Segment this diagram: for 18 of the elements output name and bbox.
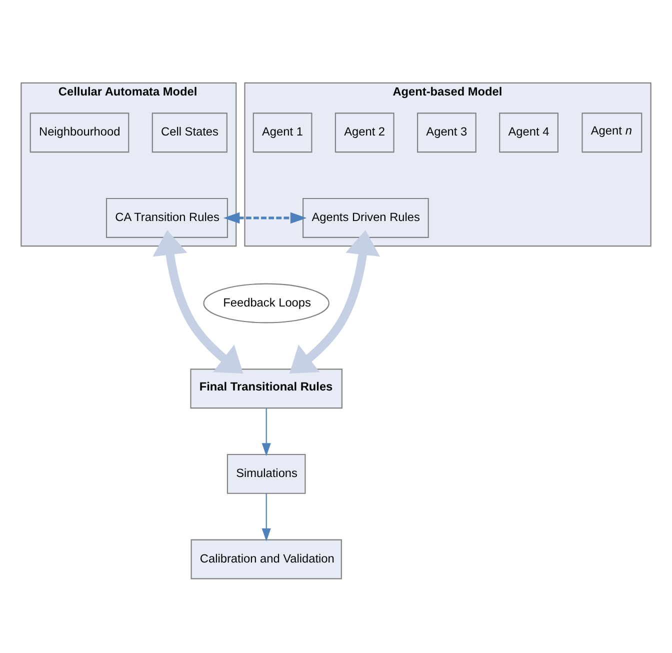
node-box: Final Transitional Rules [190, 368, 342, 409]
arrow [289, 230, 380, 374]
node-box: CA Transition Rules [106, 198, 228, 238]
node-box: Agent 2 [334, 112, 394, 153]
arrow [223, 212, 307, 224]
node-box: Simulations [226, 454, 306, 494]
node-ellipse: Feedback Loops [203, 283, 330, 324]
node-box: Agent n [582, 112, 642, 153]
node-box: Neighbourhood [30, 112, 130, 153]
arrow [262, 408, 271, 456]
node-box: Agent 3 [417, 112, 476, 153]
node-box: Agent 4 [499, 112, 558, 153]
node-box: Calibration and Validation [190, 539, 342, 580]
arrow [262, 493, 271, 542]
node-box: Cell States [152, 112, 228, 153]
node-box: Agent 1 [252, 112, 312, 153]
arrow [152, 230, 244, 374]
node-box: Agents Driven Rules [302, 198, 429, 238]
